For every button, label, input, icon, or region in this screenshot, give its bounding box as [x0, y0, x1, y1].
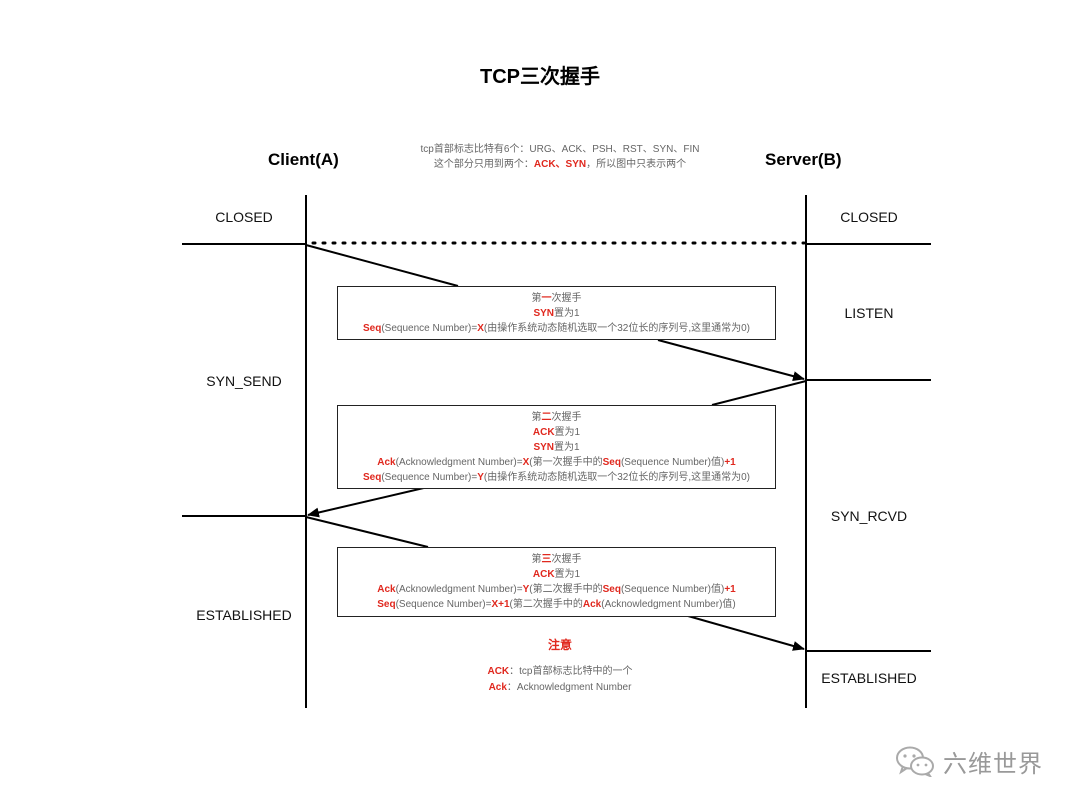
server-state-syn-rcvd: SYN_RCVD	[830, 508, 908, 524]
handshake3-seq-line: Seq(Sequence Number)=X+1(第二次握手中的Ack(Ackn…	[377, 599, 736, 610]
handshake1-box: 第一次握手 SYN置为1 Seq(Sequence Number)=X(由操作系…	[337, 286, 776, 340]
handshake3-ack-flag-line: ACK置为1	[532, 569, 581, 580]
handshake2-ack-number-line: Ack(Acknowledgment Number)=X(第一次握手中的Seq(…	[377, 457, 736, 468]
handshake1-syn-line: SYN置为1	[533, 308, 580, 319]
handshake3-box: 第三次握手 ACK置为1 Ack(Acknowledgment Number)=…	[337, 547, 776, 617]
footnote-ack-number: Ack：Acknowledgment Number	[488, 682, 632, 693]
arrow2-segment-b	[307, 486, 429, 518]
handshake2-title: 第二次握手	[531, 412, 582, 423]
arrow3-segment-b	[687, 615, 805, 651]
handshake2-syn-flag-line: SYN置为1	[533, 442, 580, 453]
flags-note-suffix: ，所以图中只表示两个	[586, 159, 687, 170]
server-label: Server(B)	[765, 150, 842, 169]
handshake1-seq-line: Seq(Sequence Number)=X(由操作系统动态随机选取一个32位长…	[362, 323, 751, 334]
arrow1-segment-a	[305, 244, 459, 287]
flags-note-line2: 这个部分只用到两个：ACK、SYN，所以图中只表示两个	[340, 157, 780, 172]
arrow3-segment-a	[305, 516, 429, 548]
wechat-icon	[896, 746, 934, 777]
handshake3-ack-number-line: Ack(Acknowledgment Number)=Y(第二次握手中的Seq(…	[377, 584, 736, 595]
flags-note-flags: ACK、SYN	[533, 159, 587, 170]
footnote-title: 注意	[547, 638, 572, 652]
handshake2-box: 第二次握手 ACK置为1 SYN置为1 Ack(Acknowledgment N…	[337, 405, 776, 489]
flags-note-line1: tcp首部标志比特有6个：URG、ACK、PSH、RST、SYN、FIN	[420, 144, 700, 155]
flags-note: tcp首部标志比特有6个：URG、ACK、PSH、RST、SYN、FIN 这个部…	[340, 142, 780, 172]
flags-note-prefix: 这个部分只用到两个：	[433, 159, 534, 170]
diagram-title: TCP三次握手	[480, 66, 600, 88]
handshake2-ack-flag-line: ACK置为1	[532, 427, 581, 438]
server-state-established: ESTABLISHED	[821, 670, 917, 686]
client-state-established: ESTABLISHED	[196, 607, 292, 623]
server-state-closed: CLOSED	[840, 209, 898, 225]
client-state-closed: CLOSED	[215, 209, 273, 225]
watermark-text: 六维世界	[943, 750, 1043, 778]
server-state-listen: LISTEN	[844, 305, 894, 321]
watermark: 六维世界	[895, 745, 1043, 778]
footnote-ack-flag: ACK：tcp首部标志比特中的一个	[487, 666, 633, 677]
handshake2-seq-line: Seq(Sequence Number)=Y(由操作系统动态随机选取一个32位长…	[362, 472, 751, 483]
client-state-syn-send: SYN_SEND	[206, 373, 282, 389]
arrow1-segment-b	[657, 339, 805, 381]
handshake3-title: 第三次握手	[531, 554, 582, 565]
arrow2-segment-a	[711, 380, 807, 406]
client-label: Client(A)	[268, 150, 339, 169]
handshake1-title: 第一次握手	[531, 293, 582, 304]
